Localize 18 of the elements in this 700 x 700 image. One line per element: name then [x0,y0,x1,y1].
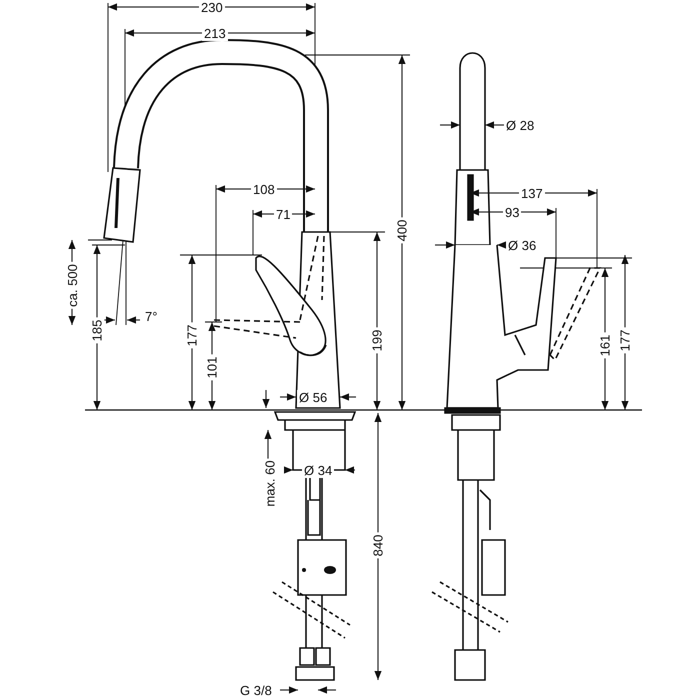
dimension-label: max. 60 [262,458,278,508]
dimension-label: 185 [89,317,104,343]
dimension-label: Ø 56 [297,390,330,404]
dimension-label: Ø 34 [302,462,334,478]
dimension-label: Ø 36 [506,238,538,252]
dimension-label: 840 [370,532,386,558]
dimension-label: 137 [519,186,545,200]
dimension-label: 101 [204,354,220,380]
dimension-label: 93 [503,204,522,220]
dimension-label: 161 [597,332,612,358]
dimension-label: 199 [369,327,384,353]
dimension-label: 230 [199,0,225,14]
dimension-label: 213 [202,26,228,40]
dimension-label: 400 [394,217,410,243]
dimension-label: 7° [143,308,160,324]
dimension-label: G 3/8 [238,682,274,698]
dimension-label: Ø 28 [504,118,536,132]
dimension-label: 108 [251,182,277,196]
